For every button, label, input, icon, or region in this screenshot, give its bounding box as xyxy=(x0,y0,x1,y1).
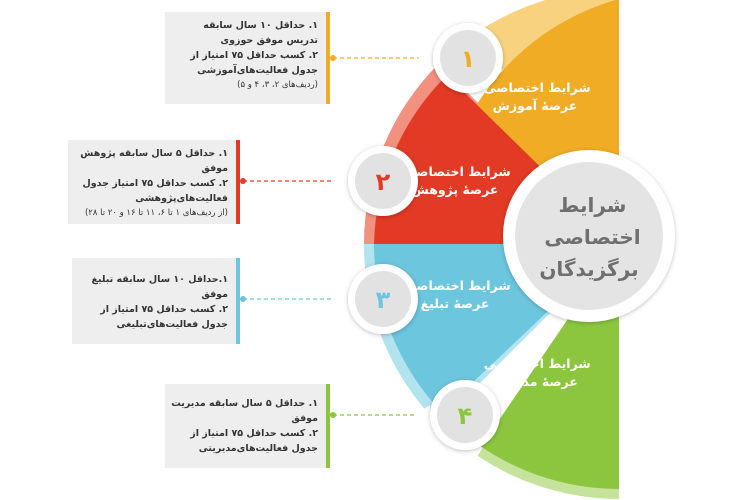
segment-research-title-2: عرصهٔ پژوهش xyxy=(412,182,499,197)
box-propagation: ۱.حداقل ۱۰ سال سابقه تبلیغ موفق ۲. کسب ح… xyxy=(72,258,240,344)
badge-4-circle xyxy=(437,387,493,443)
badge-3-pointer xyxy=(333,289,348,309)
connector-dot-1 xyxy=(330,55,336,61)
box-education-note: (ردیف‌های ۲، ۳، ۴ و ۵) xyxy=(237,80,318,90)
segment-education-title-1: شرایط اختصاصی xyxy=(484,80,591,95)
box-management-item-1: ۱. حداقل ۵ سال سابقه مدیریت موفق xyxy=(171,398,318,424)
segment-propagation-title-1: شرایط اختصاصی xyxy=(404,278,511,293)
connector-dot-3 xyxy=(240,296,246,302)
badge-1: ۱ xyxy=(418,23,503,93)
hub-circle xyxy=(515,162,663,310)
badge-1-number: ۱ xyxy=(461,45,476,73)
badge-2-circle xyxy=(355,153,411,209)
badge-4-pointer xyxy=(415,405,430,425)
badge-2-pointer xyxy=(333,171,348,191)
box-education-item-2: ۲. کسب حداقل ۷۵ امتیاز از جدول فعالیت‌ها… xyxy=(190,50,318,76)
box-research-note: (از ردیف‌های ۱ تا ۶، ۱۱ تا ۱۶ و ۲۰ تا ۲۸… xyxy=(84,208,228,218)
segment-research-title-1: شرایط اختصاصی xyxy=(404,164,511,179)
svg-text:شرایط اختصاصی عرصهٔ مدیریت: شرایط اختصاصی عرصهٔ مدیریت xyxy=(479,356,590,389)
box-education: ۱. حداقل ۱۰ سال سابقه تدریس موفق حوزوی ۲… xyxy=(165,12,330,104)
box-education-item-1: ۱. حداقل ۱۰ سال سابقه تدریس موفق حوزوی xyxy=(203,20,318,46)
box-propagation-item-1: ۱.حداقل ۱۰ سال سابقه تبلیغ موفق xyxy=(91,274,228,300)
svg-text:شرایط اختصاصی عرصهٔ آموزش: شرایط اختصاصی عرصهٔ آموزش xyxy=(479,80,590,113)
connector-dot-2 xyxy=(240,178,246,184)
svg-text:شرایط اختصاصی عرصهٔ پژوهش: شرایط اختصاصی عرصهٔ پژوهش xyxy=(399,164,510,197)
box-research-item-2: ۲. کسب حداقل ۷۵ امتیاز جدول فعالیت‌های‌پ… xyxy=(82,178,228,204)
box-research: ۱. حداقل ۵ سال سابقه پژوهش موفق ۲. کسب ح… xyxy=(68,140,240,224)
badge-1-pointer xyxy=(418,48,433,68)
box-propagation-item-2: ۲. کسب حداقل ۷۵ امتیاز از جدول فعالیت‌ها… xyxy=(100,304,228,330)
connector-dot-4 xyxy=(330,412,336,418)
badge-4-number: ۴ xyxy=(458,402,473,430)
badge-2-number: ۲ xyxy=(376,168,391,196)
center-line-1: شرایط xyxy=(559,193,627,217)
segment-management-title-1: شرایط اختصاصی xyxy=(484,356,591,371)
box-research-item-1: ۱. حداقل ۵ سال سابقه پژوهش موفق xyxy=(80,148,228,174)
segment-management-title-2: عرصهٔ مدیریت xyxy=(492,374,578,389)
center-line-2: اختصاصی xyxy=(544,225,640,249)
badge-2: ۲ xyxy=(333,146,418,216)
badge-4: ۴ xyxy=(415,380,500,450)
box-management-item-2: ۲. کسب حداقل ۷۵ امتیاز از جدول فعالیت‌ها… xyxy=(190,428,318,454)
svg-text:شرایط اختصاصی عرصهٔ تبلیغ: شرایط اختصاصی عرصهٔ تبلیغ xyxy=(399,278,510,311)
badge-3-circle xyxy=(355,271,411,327)
box-management: ۱. حداقل ۵ سال سابقه مدیریت موفق ۲. کسب … xyxy=(165,384,330,468)
segment-education-title-2: عرصهٔ آموزش xyxy=(493,98,578,113)
badge-3-number: ۳ xyxy=(376,286,391,314)
center-line-3: برگزیدگان xyxy=(539,257,638,281)
badge-1-circle xyxy=(440,30,496,86)
badge-3: ۳ xyxy=(333,264,418,334)
segment-propagation-title-2: عرصهٔ تبلیغ xyxy=(421,296,490,311)
svg-text:شرایط اختصاصی برگزیدگا: شرایط اختصاصی برگزیدگان xyxy=(537,193,640,281)
